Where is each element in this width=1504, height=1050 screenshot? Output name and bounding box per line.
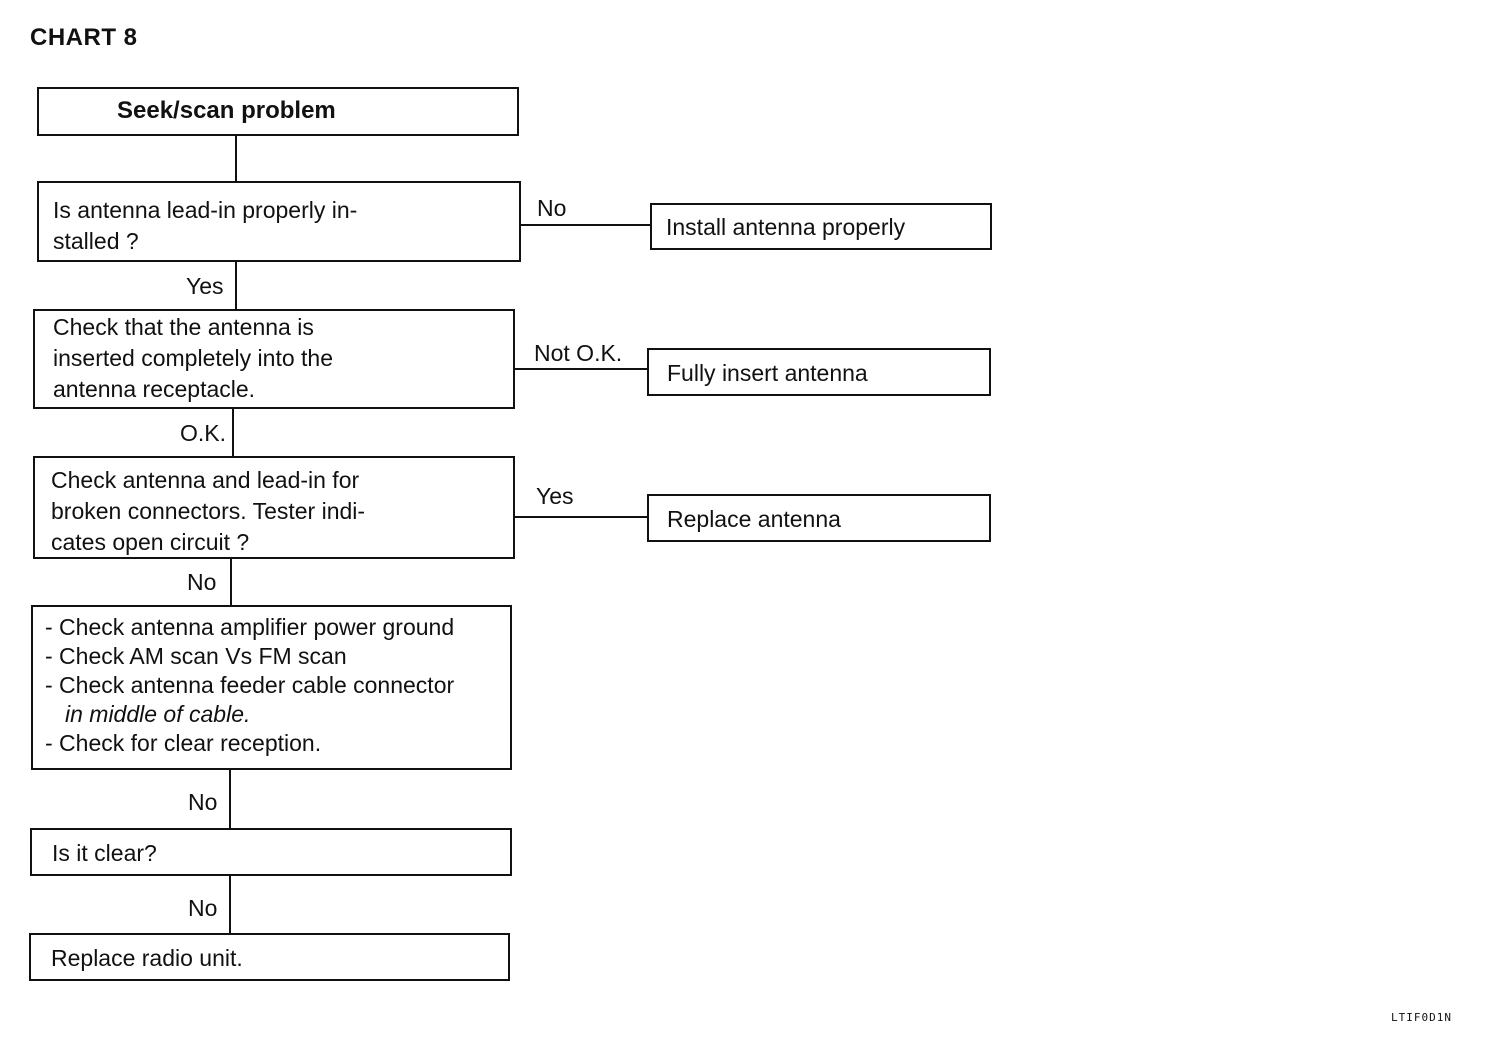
check-antenna-inserted-line-1: Check that the antenna is (53, 314, 314, 340)
check-broken-connectors-line-2: broken connectors. Tester indi- (51, 498, 366, 524)
edge-label-q3-no: No (187, 569, 217, 595)
connector-q2-not-ok (515, 368, 647, 370)
check-antenna-inserted-line-3: antenna receptacle. (53, 376, 256, 402)
action-install-antenna: Install antenna properly (650, 203, 992, 250)
edge-label-q2-not-ok: Not O.K. (534, 340, 623, 366)
question-is-it-clear: Is it clear? (30, 828, 512, 876)
connector-q3-yes (515, 516, 647, 518)
edge-label-q2-ok: O.K. (180, 420, 227, 446)
connector-q3-checks (230, 559, 232, 605)
check-broken-connectors: Check antenna and lead-in for broken con… (33, 456, 515, 559)
edge-label-checks-no: No (188, 789, 218, 815)
connector-q1-q2 (235, 262, 237, 309)
question-is-it-clear-text: Is it clear? (52, 840, 157, 866)
edge-label-q1-yes: Yes (186, 273, 224, 299)
check-broken-connectors-line-3: cates open circuit ? (51, 529, 250, 555)
action-install-antenna-text: Install antenna properly (666, 214, 906, 240)
action-replace-antenna: Replace antenna (647, 494, 991, 542)
action-fully-insert-antenna: Fully insert antenna (647, 348, 991, 396)
connector-q1-no (521, 224, 650, 226)
start-box-text: Seek/scan problem (117, 97, 336, 124)
connector-checks-q4 (229, 770, 231, 828)
image-reference-code: LTIF0D1N (1391, 1011, 1452, 1024)
question-antenna-lead-in-line-1: Is antenna lead-in properly in- (53, 197, 358, 223)
edge-label-q3-yes: Yes (536, 483, 574, 509)
checks-list-item-4: - Check for clear reception. (45, 730, 322, 756)
question-antenna-lead-in-line-2: stalled ? (53, 228, 139, 254)
checks-list-item-3: - Check antenna feeder cable connector (45, 672, 455, 698)
edge-label-q1-no: No (537, 195, 567, 221)
start-box: Seek/scan problem (37, 87, 519, 136)
connector-start-q1 (235, 136, 237, 181)
action-replace-radio-unit-text: Replace radio unit. (51, 945, 243, 971)
check-antenna-inserted-line-2: inserted completely into the (53, 345, 333, 371)
check-antenna-inserted: Check that the antenna is inserted compl… (33, 309, 515, 409)
checks-list: - Check antenna amplifier power ground -… (31, 605, 512, 770)
action-fully-insert-antenna-text: Fully insert antenna (667, 360, 868, 386)
question-antenna-lead-in: Is antenna lead-in properly in- stalled … (37, 181, 521, 262)
action-replace-antenna-text: Replace antenna (667, 506, 841, 532)
action-replace-radio-unit: Replace radio unit. (29, 933, 510, 981)
connector-q4-end (229, 876, 231, 933)
edge-label-q4-no: No (188, 895, 218, 921)
connector-q2-q3 (232, 409, 234, 456)
chart-title: CHART 8 (30, 24, 138, 51)
checks-list-item-3-continued: in middle of cable. (65, 701, 251, 727)
check-broken-connectors-line-1: Check antenna and lead-in for (51, 467, 360, 493)
checks-list-item-2: - Check AM scan Vs FM scan (45, 643, 347, 669)
checks-list-item-1: - Check antenna amplifier power ground (45, 614, 455, 640)
